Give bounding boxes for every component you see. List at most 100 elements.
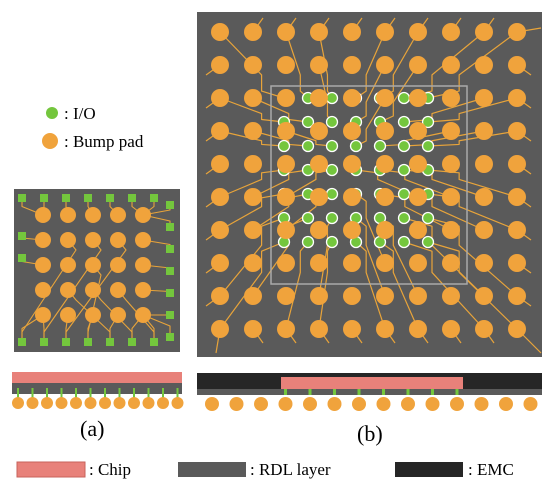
panel-b-cross-section-via [308,389,312,395]
panel-a-bump-pad [60,207,76,223]
panel-b-trace [219,130,285,147]
panel-b-bump-pad [376,23,394,41]
panel-a-cross-section-bump [55,397,68,409]
panel-b-bump-pad [508,89,526,107]
panel-a-bump-pad [110,257,126,273]
panel-a-cross-section-via [104,388,106,398]
panel-a-io-pad [166,333,174,341]
panel-b-bump-pad [343,188,361,206]
panel-b-bump-pad [442,221,460,239]
rdl-legend-label: : RDL layer [250,460,331,479]
panel-b-bump-pad [475,89,493,107]
panel-b-bump-pad [310,188,328,206]
panel-a-io-pad [62,194,70,202]
emc-legend-label: : EMC [468,460,514,479]
top-legend: : I/O : Bump pad [42,104,144,151]
panel-b-cross-section-bump [425,397,440,411]
panel-b-cross-section-via [431,389,434,395]
panel-b-bump-pad [211,89,229,107]
panel-a-cross-section [12,372,184,409]
panel-b-bump-pad [508,122,526,140]
panel-b-bump-pad [244,23,262,41]
panel-b-bump-pad [310,122,328,140]
panel-b-bump-pad [211,56,229,74]
panel-a-bump-pad [60,282,76,298]
panel-b-io-pad [397,139,411,153]
panel-b-bump-pad [442,188,460,206]
panel-b-io-pad [325,187,339,201]
panel-b-trace [219,31,285,99]
panel-b-bump-pad [343,320,361,338]
panel-b-trace [285,130,333,147]
panel-b-io-pad [397,211,411,225]
panel-b-caption: (b) [357,421,383,446]
panel-a-io-pad [128,338,136,346]
panel-b-io-pad [397,235,411,249]
panel-a-io-pad [106,194,114,202]
panel-a-cross-section-via [176,388,179,398]
panel-b-io-pad [397,163,411,177]
panel-b-bump-pad [508,23,526,41]
panel-b-cross-section [197,373,542,411]
panel-a-bump-pad [35,307,51,323]
panel-a-io-pad [18,232,26,240]
panel-b-bump-pad [376,56,394,74]
panel-b-bump-pad [211,221,229,239]
bump-legend-label: : Bump pad [64,132,144,151]
panel-a-bump-pad [35,282,51,298]
panel-b-bump-pad [277,56,295,74]
panel-b-bump-pad [442,56,460,74]
panel-b-bump-pad [442,320,460,338]
panel-a-bump-pad [35,207,51,223]
panel-a-io-pad [18,194,26,202]
panel-b-bump-pad [277,188,295,206]
panel-a-io-pad [150,338,158,346]
panel-b-bump-pad [409,287,427,305]
panel-a-cross-section-bump [84,397,97,409]
panel-a-cross-section-via [60,388,63,398]
panel-b-bump-pad [244,320,262,338]
panel-b-bump-pad [475,254,493,272]
panel-b-cross-section-bump [523,397,538,411]
panel-b-bump-pad [442,89,460,107]
panel-b-cross-section-bumps [205,389,538,411]
panel-b-bump-pad [343,56,361,74]
panel-a-bump-pad [85,232,101,248]
panel-b-cross-section-via [284,389,287,395]
panel-b-io-pad [397,91,411,105]
panel-a-io-pad [150,194,158,202]
panel-b-bump-pad [475,122,493,140]
panel-a-io-pad [166,289,174,297]
panel-a-chip [12,372,182,383]
panel-a-io-pad [166,201,174,209]
panel-b-bump-pad [508,320,526,338]
panel-a-bump-pad [60,257,76,273]
panel-b-io-pad [301,115,315,129]
panel-b-bump-pad [211,320,229,338]
panel-a-bump-pad [135,257,151,273]
panel-a-bump-pad [35,257,51,273]
panel-b-io-pad [421,115,435,129]
panel-b-cross-section-bump [278,397,293,411]
panel-a-bump-pad [135,307,151,323]
chip-legend-label: : Chip [89,460,131,479]
panel-b-bump-pad [409,320,427,338]
panel-b-bump-pad [409,155,427,173]
panel-a-io-pads [18,194,174,346]
panel-b-bump-pad [310,254,328,272]
panel-b-trace [379,64,419,123]
panel-b-rdl-layer [197,389,542,395]
panel-b-trace [355,241,386,330]
panel-a-io-pad [166,267,174,275]
panel-b-cross-section-bump [303,397,317,411]
panel-a-io-pad [40,338,48,346]
panel-b-bump-pad [475,221,493,239]
panel-b-cross-section-bump [327,397,342,411]
panel-b-bump-pad [475,188,493,206]
io-legend-swatch [46,107,58,119]
panel-b-cross-section-bump [205,397,219,411]
panel-b-io-pad [421,235,435,249]
panel-b-bump-pad [475,23,493,41]
panel-b-bump-pad [508,221,526,239]
